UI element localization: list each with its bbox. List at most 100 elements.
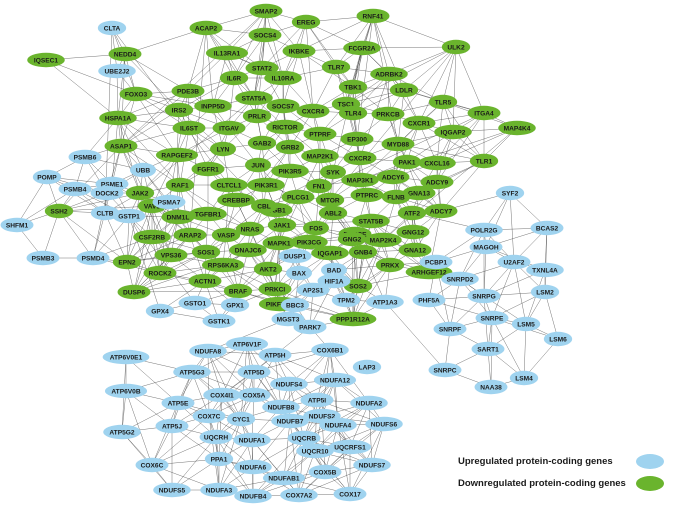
edge-pomp-shfm1 (16, 176, 48, 226)
node-ellipse-pik3cg (290, 234, 328, 250)
edge-nras-raf1 (179, 184, 251, 230)
node-ellipse-cltb (90, 205, 120, 221)
node-mgst3: MGST3 (271, 311, 305, 327)
node-ellipse-il6st (172, 120, 206, 136)
edge-psmd4-dock2 (92, 192, 108, 259)
node-label-psmb4: PSMB4 (64, 186, 87, 193)
node-park7: PARK7 (293, 319, 327, 335)
node-label-il10ra: IL10RA (272, 75, 295, 82)
node-ellipse-akt2 (253, 261, 283, 277)
node-label-adrbk2: ADRBK2 (375, 71, 403, 78)
edge-csf2rb-dusp6 (133, 236, 153, 293)
edge-smap2-asap1 (120, 10, 267, 147)
node-uqcrfs1: UQCRFS1 (328, 439, 372, 455)
edge-asap1-pde3b (120, 90, 189, 147)
node-ellipse-plcg1 (281, 189, 315, 205)
node-ellipse-ndufa1 (233, 432, 271, 448)
node-label-pde3b: PDE3B (177, 88, 199, 95)
node-ellipse-polr2g (465, 222, 503, 238)
node-label-cxcl16: CXCL16 (424, 160, 450, 167)
node-ldlr: LDLR (389, 82, 419, 98)
node-label-ereg: EREG (297, 19, 316, 26)
edge-dnm1l-ubb (142, 169, 179, 218)
edge-psmb3-ssh2 (42, 210, 60, 259)
node-label-clta: CLTA (104, 25, 121, 32)
node-cxcr1: CXCR1 (402, 115, 436, 131)
node-inpp5d: INPP5D (194, 98, 232, 114)
node-ellipse-csf2rb (133, 229, 171, 245)
node-ellipse-adcy7 (424, 203, 458, 219)
node-label-csf2rb: CSF2RB (139, 234, 166, 241)
node-ellipse-atp5e (161, 395, 195, 411)
node-ellipse-nras (235, 221, 265, 237)
edge-ppp1r12a-map2k4 (352, 239, 384, 320)
node-ellipse-sos2 (343, 278, 373, 294)
node-label-gng2: GNG2 (343, 236, 362, 243)
node-sos1: SOS1 (191, 244, 221, 260)
node-ellipse-pomp (32, 169, 62, 185)
node-txnl4a: TXNL4A (526, 262, 564, 278)
node-label-ndufa8: NDUFA8 (195, 348, 222, 355)
node-label-pomp: POMP (37, 174, 57, 181)
node-ellipse-cxcl16 (418, 155, 456, 171)
node-ellipse-ppp1r12a (329, 311, 377, 327)
node-gpx4: GPX4 (145, 303, 175, 319)
node-label-atf2: ATF2 (404, 210, 420, 217)
node-label-braf: BRAF (229, 288, 247, 295)
node-label-bad: BAD (327, 267, 342, 274)
node-ellipse-socs7 (266, 98, 300, 114)
node-label-gsto1: GSTO1 (184, 300, 207, 307)
edge-ndufa8-cyc1 (207, 350, 242, 420)
node-ellipse-actn1 (188, 273, 222, 289)
edge-ssh2-jak2 (58, 192, 141, 212)
node-label-fos: FOS (309, 225, 323, 232)
node-ellipse-cox5a (237, 387, 271, 403)
node-label-dusp6: DUSP6 (123, 289, 145, 296)
node-label-asap1: ASAP1 (110, 143, 132, 150)
node-ellipse-map2k1 (301, 148, 339, 164)
node-rapgef2: RAPGEF2 (155, 147, 199, 163)
node-label-vasp: VASP (217, 232, 235, 239)
node-label-cltb: CLTB (96, 210, 113, 217)
node-fos: FOS (303, 220, 329, 236)
node-label-ppp1r12a: PPP1R12A (336, 316, 370, 323)
edge-smap2-stat5a (253, 10, 267, 99)
node-ellipse-snrpc (428, 362, 462, 378)
node-label-map2k1: MAP2K1 (307, 153, 334, 160)
node-ereg: EREG (291, 14, 321, 30)
node-label-ndufs4: NDUFS4 (276, 381, 303, 388)
node-ndufa8: NDUFA8 (189, 343, 227, 359)
node-label-stat5b: STAT5B (359, 218, 384, 225)
node-ellipse-gna13 (402, 185, 436, 201)
node-itga4: ITGA4 (467, 105, 501, 121)
edge-ndufa6-ndufb7 (252, 420, 291, 468)
node-ellipse-gstp1 (112, 208, 146, 224)
node-label-tpm2: TPM2 (337, 297, 355, 304)
node-bbc3: BBC3 (280, 297, 310, 313)
node-il13ra1: IL13RA1 (205, 45, 249, 61)
node-ellipse-itgav (212, 120, 246, 136)
node-snrpd2: SNRPD2 (441, 271, 479, 287)
node-ellipse-ereg (291, 14, 321, 30)
node-label-cox7a2: COX7A2 (286, 492, 313, 499)
node-ellipse-syf2 (495, 185, 525, 201)
node-label-arhgef12: ARHGEF12 (411, 269, 447, 276)
node-map3k1: MAP3K1 (341, 172, 379, 188)
node-label-akt2: AKT2 (259, 266, 277, 273)
edge-il13ra1-inpp5d (212, 52, 228, 107)
node-atp5g2: ATP5G2 (103, 424, 141, 440)
node-label-socs4: SOCS4 (254, 32, 277, 39)
node-ellipse-ldlr (389, 82, 419, 98)
node-ellipse-ptprf (303, 126, 337, 142)
edge-ulk2-ldlr (403, 46, 457, 91)
node-sart1: SART1 (471, 341, 505, 357)
node-ndufb4: NDUFB4 (234, 488, 272, 504)
node-label-hspa1a: HSPA1A (105, 115, 131, 122)
edge-ppa1-cox4i1 (218, 394, 223, 460)
edge-map4k4-cxcl16 (436, 127, 518, 164)
node-label-bcas2: BCAS2 (536, 225, 559, 232)
node-ellipse-bax (286, 265, 312, 281)
legend-down-label: Downregulated protein-coding genes (458, 477, 626, 489)
node-ellipse-nedd4 (108, 46, 142, 62)
node-label-tlr1: TLR1 (476, 158, 493, 165)
